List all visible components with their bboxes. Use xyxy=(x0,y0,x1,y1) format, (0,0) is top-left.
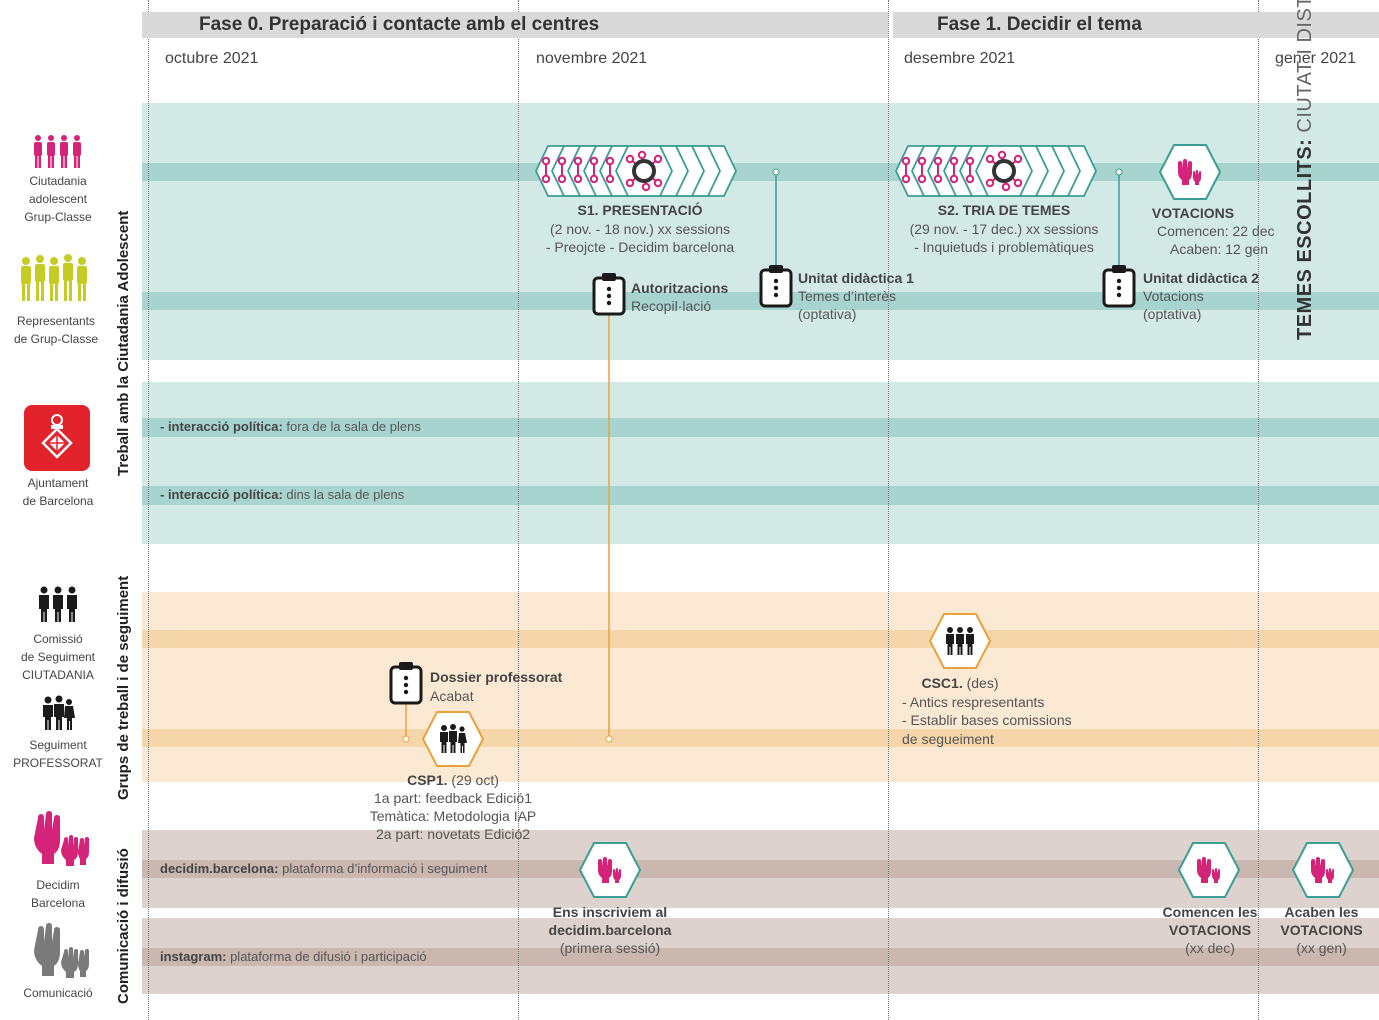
unitat1-line1: Temes d’interès xyxy=(798,288,897,304)
phase-1-header: Fase 1. Decidir el tema xyxy=(893,12,1379,38)
groups-lane-bg xyxy=(142,592,1379,782)
decidim-hands-icon xyxy=(34,811,89,866)
ajuntament-logo-icon xyxy=(24,405,90,471)
csp1-line1: 1a part: feedback Edició1 xyxy=(374,790,532,806)
s2-line2: - Inquietuds i problemàtiques xyxy=(914,239,1094,255)
actor-label-ciutadania: Ciutadania adolescent Grup-Classe xyxy=(24,174,92,224)
unitat1-clipboard-icon xyxy=(759,265,793,308)
comunicacio-hands-icon xyxy=(34,923,89,978)
lane-decidim: decidim.barcelona: plataforma d’informac… xyxy=(160,861,488,876)
ens-title1: Ens inscriviem al xyxy=(552,904,668,920)
s1-title: S1. PRESENTACIÓ xyxy=(577,202,703,218)
dossier-title: Dossier professorat xyxy=(430,669,563,685)
separator-line xyxy=(148,0,149,1020)
unitat1-line2: (optativa) xyxy=(798,306,857,322)
interaccio1-band xyxy=(142,418,1379,437)
unitat2-line1: Votacions xyxy=(1143,288,1204,304)
actor-label-professorat: Seguiment PROFESSORAT xyxy=(13,738,103,770)
month-label: desembre 2021 xyxy=(904,50,1016,67)
month-label: gener 2021 xyxy=(1275,50,1356,67)
unitat2-line2: (optativa) xyxy=(1143,306,1202,322)
votacions-hexagon xyxy=(1158,144,1222,200)
autoritzacions-clipboard-icon xyxy=(592,273,626,316)
separator-line xyxy=(518,0,519,1020)
s1-line2: - Preojcte - Decidim barcelona xyxy=(545,239,735,255)
unitat2-clipboard-icon xyxy=(1102,265,1136,308)
csc1-line2: - Establir bases comissions xyxy=(902,712,1072,728)
acaben-hands-hexagon xyxy=(1291,842,1355,898)
autoritzacions-title: Autoritzacions xyxy=(631,280,729,296)
unitat2-title: Unitat didàctica 2 xyxy=(1143,270,1259,286)
csp1-hexagon xyxy=(421,711,485,767)
lane-instagram: instagram: plataforma de difusió i parti… xyxy=(160,949,427,964)
s2-session-chain xyxy=(895,145,1097,197)
acaben-title1: Acaben les xyxy=(1284,904,1359,920)
phase-0-header: Fase 0. Preparació i contacte amb el cen… xyxy=(142,12,888,38)
votacions-line1: Comencen: 22 dec xyxy=(1157,223,1275,239)
separator-line xyxy=(888,0,889,1020)
unitat1-title: Unitat didàctica 1 xyxy=(798,270,914,286)
temes-escollits-label: TEMES ESCOLLITS: CIUTAT I DISTRICTE xyxy=(1294,0,1316,340)
adolescent-people-icon xyxy=(34,135,81,168)
s2-line1: (29 nov. - 17 dec.) xx sessions xyxy=(909,221,1099,237)
ens-title2: decidim.barcelona xyxy=(548,922,672,938)
dossier-clipboard-icon xyxy=(389,662,423,705)
separator-line xyxy=(1258,0,1259,1020)
month-label: octubre 2021 xyxy=(165,50,259,67)
acaben-line1: (xx gen) xyxy=(1296,940,1347,956)
ens-hands-hexagon xyxy=(578,842,642,898)
s1-line1: (2 nov. - 18 nov.) xx sessions xyxy=(550,221,730,237)
csp1-title: CSP1. (29 oct) xyxy=(407,772,499,788)
autoritzacions-line1: Recopil·lació xyxy=(631,298,712,314)
acaben-title2: VOTACIONS xyxy=(1280,922,1363,938)
comissio-band xyxy=(142,630,1379,648)
lane-interaccio-dins: - interacció política: dins la sala de p… xyxy=(160,487,405,502)
professorat-people-icon xyxy=(43,695,75,730)
csc1-line3: de segueiment xyxy=(902,731,994,747)
dossier-line1: Acabat xyxy=(430,688,474,704)
s2-title: S2. TRIA DE TEMES xyxy=(937,202,1071,218)
s1-session-chain xyxy=(535,145,737,197)
month-label: novembre 2021 xyxy=(536,50,648,67)
votacions-title: VOTACIONS xyxy=(1151,205,1235,221)
actor-label-decidim: Decidim Barcelona xyxy=(30,878,86,910)
actor-label-representants: Representants de Grup-Classe xyxy=(13,314,99,346)
csc1-line1: - Antics respresentants xyxy=(902,694,1045,710)
csp1-line3: 2a part: novetats Edició2 xyxy=(375,826,531,842)
session-hexagon xyxy=(975,145,1033,197)
csc1-hexagon xyxy=(928,613,992,669)
ajuntament-lane-bg xyxy=(142,382,1379,544)
csp1-line2: Temàtica: Metodologia IAP xyxy=(369,808,537,824)
comencen-title2: VOTACIONS xyxy=(1168,922,1252,938)
actor-label-comunicacio: Comunicació xyxy=(23,986,93,1000)
ens-line1: (primera sessió) xyxy=(559,940,661,956)
comencen-hands-hexagon xyxy=(1177,842,1241,898)
actor-label-comissio: Comissió de Seguiment CIUTADANIA xyxy=(20,632,96,682)
csc1-title: CSC1. (des) xyxy=(921,675,999,691)
comencen-title1: Comencen les xyxy=(1162,904,1258,920)
comencen-line1: (xx dec) xyxy=(1185,940,1235,956)
instagram-band xyxy=(142,948,1379,966)
session-hexagon xyxy=(615,145,673,197)
votacions-line2: Acaben: 12 gen xyxy=(1170,241,1269,257)
decidim-band xyxy=(142,860,1379,878)
actor-label-ajuntament: Ajuntament de Barcelona xyxy=(22,476,94,508)
representants-people-icon xyxy=(21,254,87,301)
comissio-people-icon xyxy=(39,586,77,622)
lane-interaccio-fora: - interacció política: fora de la sala d… xyxy=(160,419,421,434)
interaccio2-band xyxy=(142,486,1379,505)
